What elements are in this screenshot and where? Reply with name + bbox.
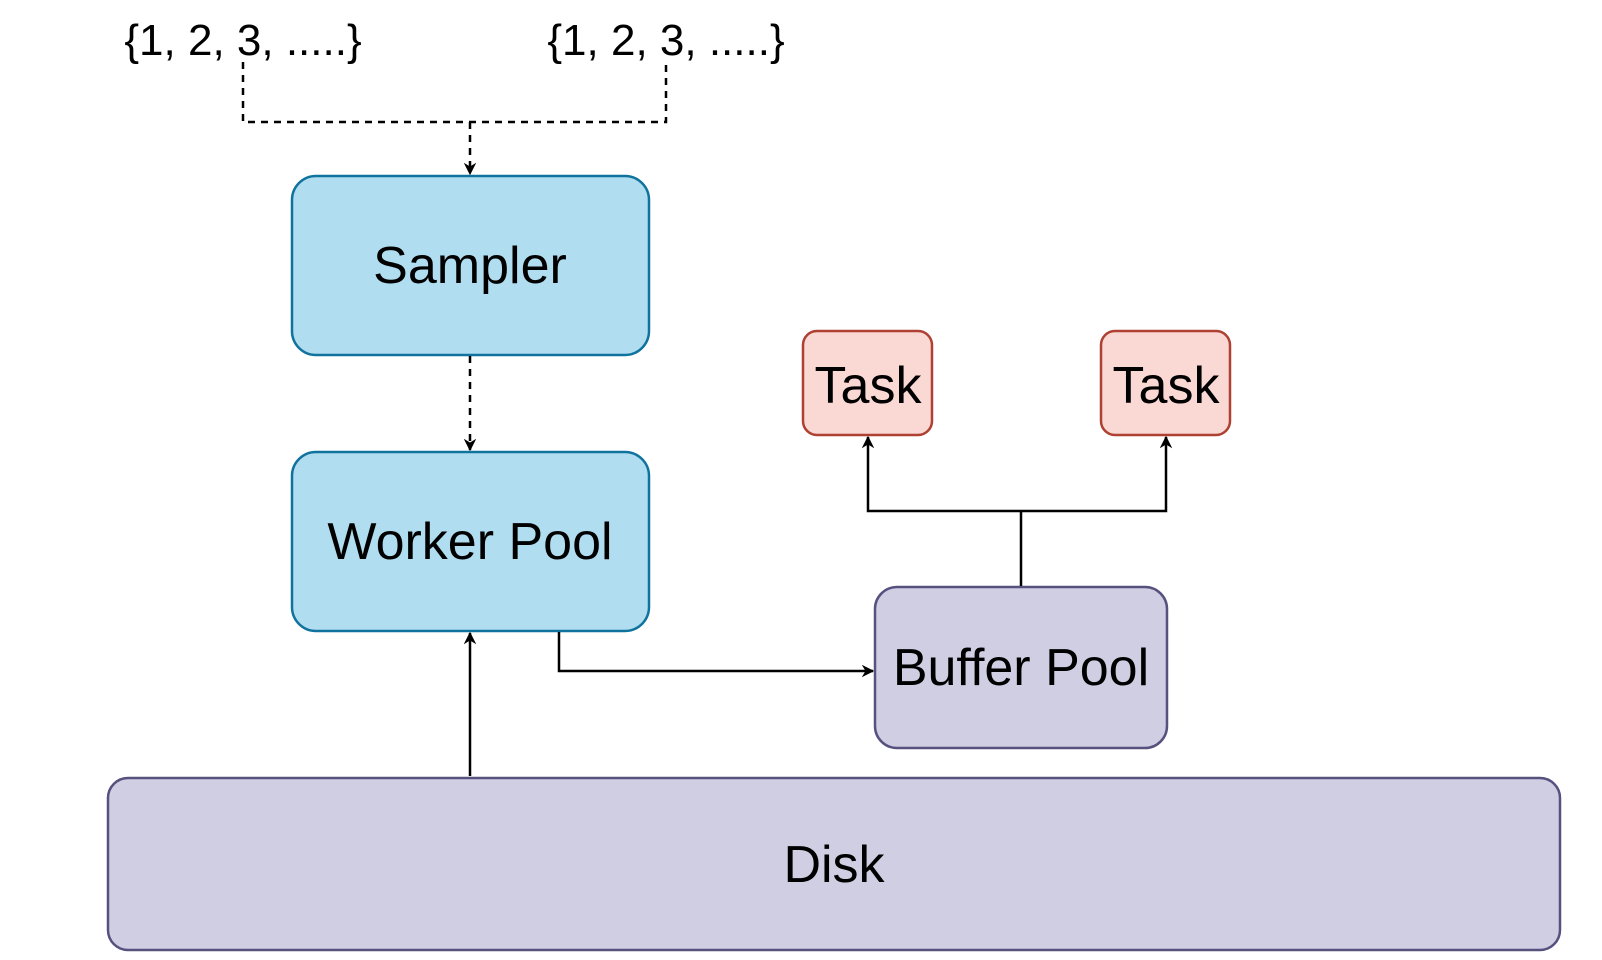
task-box-right xyxy=(1099,329,1232,437)
task-node-right: Task xyxy=(1099,329,1232,437)
disk-node: Disk xyxy=(106,776,1562,952)
worker-pool-label: Worker Pool xyxy=(327,513,612,571)
sampler-box xyxy=(290,174,651,357)
edge-sets-to-sampler xyxy=(241,62,668,176)
task-node-left: Task xyxy=(801,329,934,437)
disk-box xyxy=(106,776,1562,952)
edge-worker-pool-to-buffer-pool xyxy=(557,632,875,678)
set-label-right: {1, 2, 3, .....} xyxy=(547,16,784,65)
task-label-right: Task xyxy=(1113,357,1221,415)
buffer-pool-box xyxy=(873,585,1169,750)
disk-label: Disk xyxy=(783,836,885,894)
sampler-node: Sampler xyxy=(290,174,651,357)
set-label-left: {1, 2, 3, .....} xyxy=(124,16,361,65)
worker-pool-box xyxy=(290,450,651,633)
sampler-label: Sampler xyxy=(373,237,567,295)
worker-pool-node: Worker Pool xyxy=(290,450,651,633)
buffer-pool-node: Buffer Pool xyxy=(873,585,1169,750)
buffer-pool-label: Buffer Pool xyxy=(893,639,1149,697)
edge-buffer-pool-to-tasks xyxy=(861,435,1173,586)
task-box-left xyxy=(801,329,934,437)
task-label-left: Task xyxy=(815,357,923,415)
